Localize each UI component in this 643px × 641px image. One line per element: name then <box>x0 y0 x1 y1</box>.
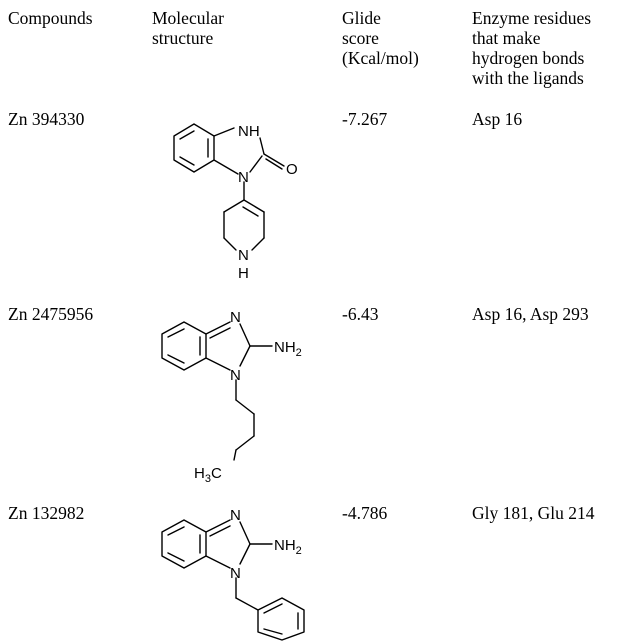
atom-label-h3c: H3C <box>194 465 222 485</box>
atom-label-h: H <box>238 265 249 282</box>
atom-label-h: H <box>194 465 205 482</box>
header-compounds-line: Compounds <box>8 8 93 28</box>
row-compound-id: Zn 132982 <box>8 503 85 523</box>
header-compounds: Compounds <box>8 8 93 28</box>
atom-label-n: N <box>238 169 249 186</box>
atom-label-n-top: N <box>230 309 241 326</box>
atom-label-n-ring: N <box>238 247 249 264</box>
atom-label-o: O <box>286 161 298 178</box>
header-residues-line: Enzyme residues <box>472 8 592 28</box>
row-glide-score: -6.43 <box>342 304 379 324</box>
atom-label-nh: NH <box>274 339 296 356</box>
atom-label-nh-sub: 2 <box>296 545 302 557</box>
header-score-line: score <box>342 28 379 48</box>
header-score: Glide score (Kcal/mol) <box>342 8 419 68</box>
header-score-line: (Kcal/mol) <box>342 48 419 68</box>
row-compound-id: Zn 2475956 <box>8 304 94 324</box>
row-glide-score: -7.267 <box>342 109 388 129</box>
header-structure: Molecular structure <box>152 8 224 48</box>
atom-label-h-sub: 3 <box>205 473 211 485</box>
header-score-line: Glide <box>342 8 381 28</box>
header-residues-line: with the ligands <box>472 68 584 88</box>
atom-label-nh: NH <box>238 123 260 140</box>
molecular-structure-1: NH O N N H <box>150 108 330 293</box>
atom-label-nh2: NH2 <box>274 339 302 359</box>
row-residues: Asp 16, Asp 293 <box>472 304 589 324</box>
atom-label-n-bottom: N <box>230 565 241 582</box>
atom-label-nh: NH <box>274 537 296 554</box>
atom-label-n-bottom: N <box>230 367 241 384</box>
header-residues: Enzyme residues that make hydrogen bonds… <box>472 8 591 88</box>
header-structure-line: Molecular <box>152 8 224 28</box>
header-structure-line: structure <box>152 28 214 48</box>
atom-label-n-top: N <box>230 507 241 524</box>
row-residues: Asp 16 <box>472 109 523 129</box>
atom-label-nh2: NH2 <box>274 537 302 557</box>
row-residues: Gly 181, Glu 214 <box>472 503 595 523</box>
molecular-structure-2: N N NH2 H3C <box>150 302 330 492</box>
header-residues-line: hydrogen bonds <box>472 48 585 68</box>
molecular-structure-3: N N NH2 <box>150 500 330 641</box>
row-compound-id: Zn 394330 <box>8 109 85 129</box>
row-glide-score: -4.786 <box>342 503 388 523</box>
atom-label-c: C <box>211 465 222 482</box>
header-residues-line: that make <box>472 28 541 48</box>
atom-label-nh-sub: 2 <box>296 347 302 359</box>
